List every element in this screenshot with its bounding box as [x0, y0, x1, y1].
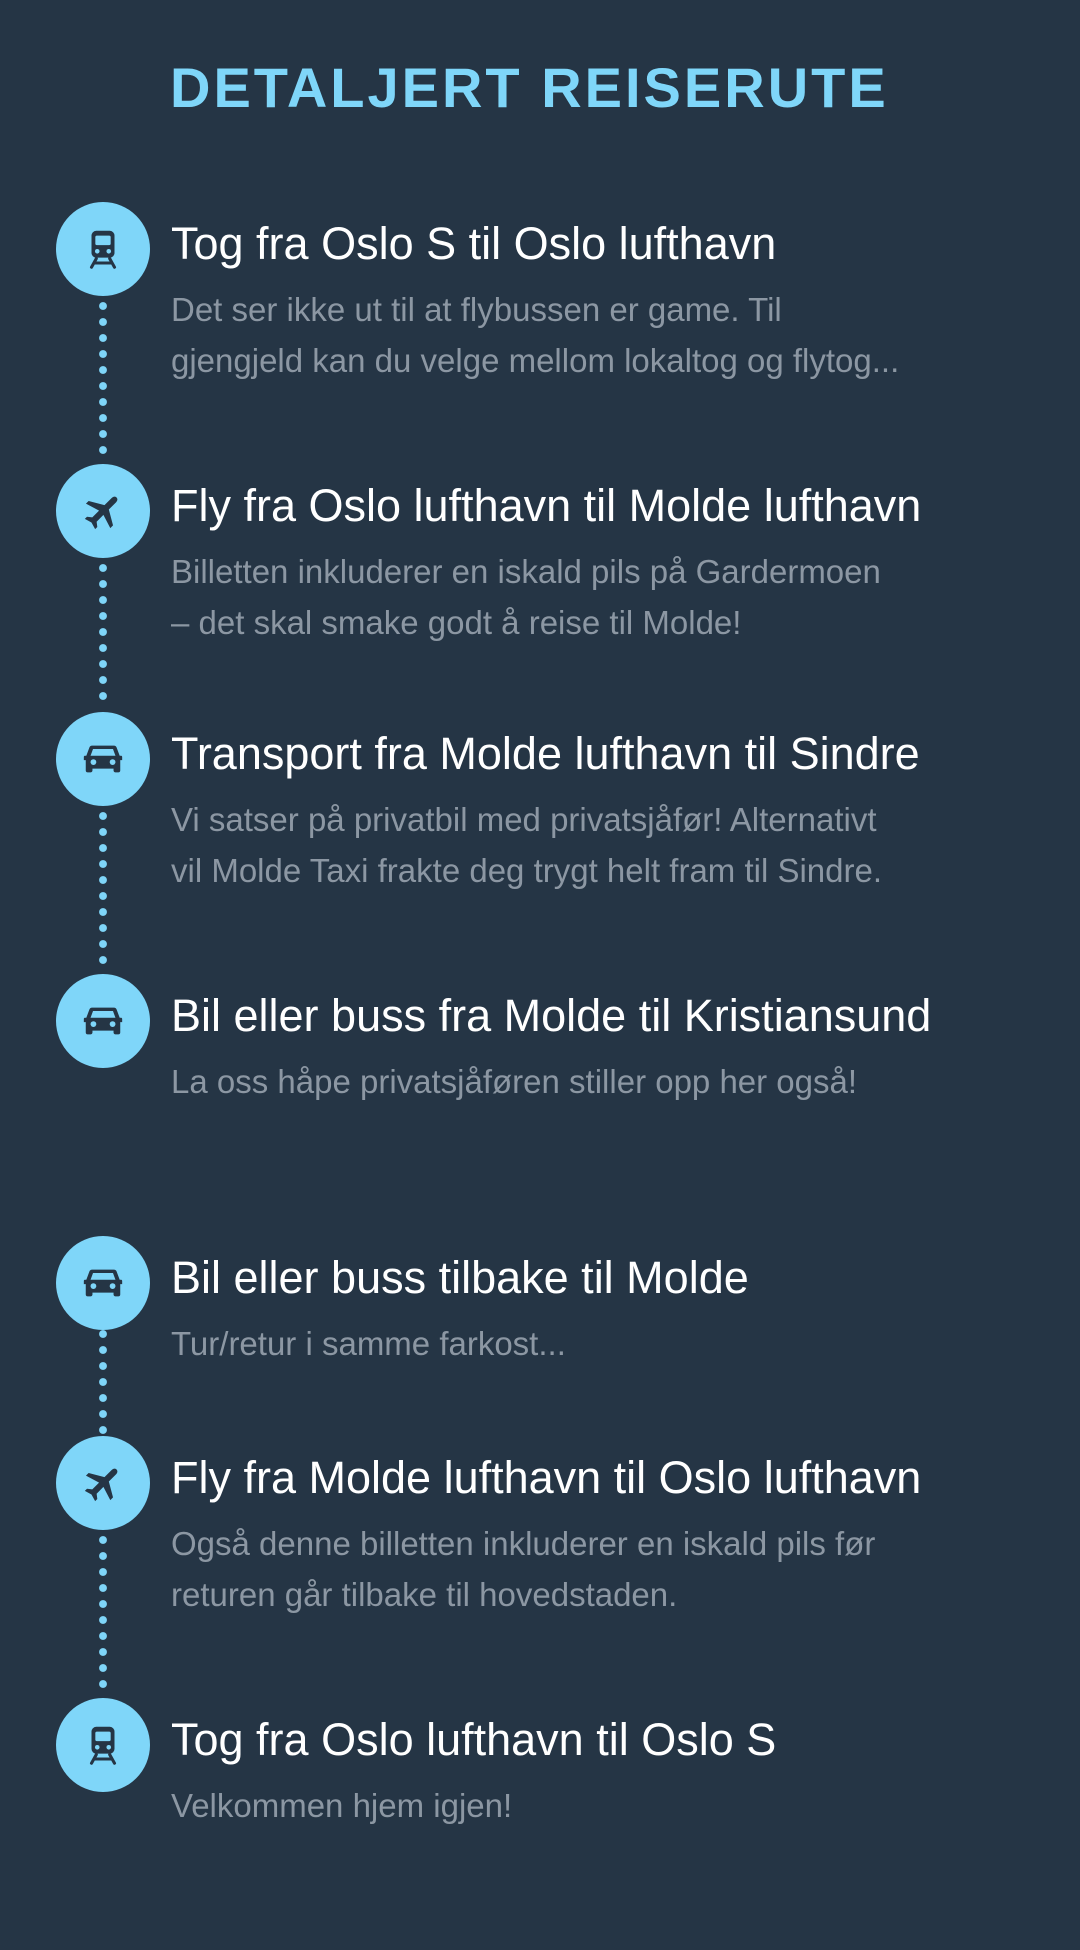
timeline-connector [99, 812, 107, 968]
step-description: Velkommen hjem igjen! [171, 1780, 1041, 1831]
train-icon [56, 202, 150, 296]
step-title: Bil eller buss tilbake til Molde [171, 1252, 749, 1303]
step-description-line: Det ser ikke ut til at flybussen er game… [171, 291, 782, 328]
step-title: Tog fra Oslo lufthavn til Oslo S [171, 1714, 777, 1765]
car-icon [56, 1236, 150, 1330]
step-description-line: Billetten inkluderer en iskald pils på G… [171, 553, 881, 590]
step-description-line: – det skal smake godt å reise til Molde! [171, 604, 742, 641]
step-description: La oss håpe privatsjåføren stiller opp h… [171, 1056, 1041, 1107]
step-title: Fly fra Oslo lufthavn til Molde lufthavn [171, 480, 922, 531]
step-description-line: returen går tilbake til hovedstaden. [171, 1576, 678, 1613]
step-title: Bil eller buss fra Molde til Kristiansun… [171, 990, 932, 1041]
step-description: Billetten inkluderer en iskald pils på G… [171, 546, 1041, 648]
step-description: Det ser ikke ut til at flybussen er game… [171, 284, 1041, 386]
airplane-icon [56, 464, 150, 558]
step-description-line: Velkommen hjem igjen! [171, 1787, 513, 1824]
step-description-line: Tur/retur i samme farkost... [171, 1325, 566, 1362]
page-title: DETALJERT REISERUTE [170, 56, 889, 119]
train-icon [56, 1698, 150, 1792]
step-description-line: gjengjeld kan du velge mellom lokaltog o… [171, 342, 900, 379]
step-description-line: Også denne billetten inkluderer en iskal… [171, 1525, 876, 1562]
airplane-icon [56, 1436, 150, 1530]
car-icon [56, 712, 150, 806]
step-description: Vi satser på privatbil med privatsjåfør!… [171, 794, 1041, 896]
step-description: Tur/retur i samme farkost... [171, 1318, 1041, 1369]
step-title: Fly fra Molde lufthavn til Oslo lufthavn [171, 1452, 922, 1503]
timeline-connector [99, 1330, 107, 1438]
timeline-connector [99, 1536, 107, 1696]
step-description-line: vil Molde Taxi frakte deg trygt helt fra… [171, 852, 883, 889]
step-description-line: La oss håpe privatsjåføren stiller opp h… [171, 1063, 858, 1100]
timeline-connector [99, 302, 107, 458]
timeline-connector [99, 564, 107, 706]
step-description-line: Vi satser på privatbil med privatsjåfør!… [171, 801, 877, 838]
step-title: Transport fra Molde lufthavn til Sindre [171, 728, 920, 779]
step-title: Tog fra Oslo S til Oslo lufthavn [171, 218, 777, 269]
step-description: Også denne billetten inkluderer en iskal… [171, 1518, 1041, 1620]
car-icon [56, 974, 150, 1068]
